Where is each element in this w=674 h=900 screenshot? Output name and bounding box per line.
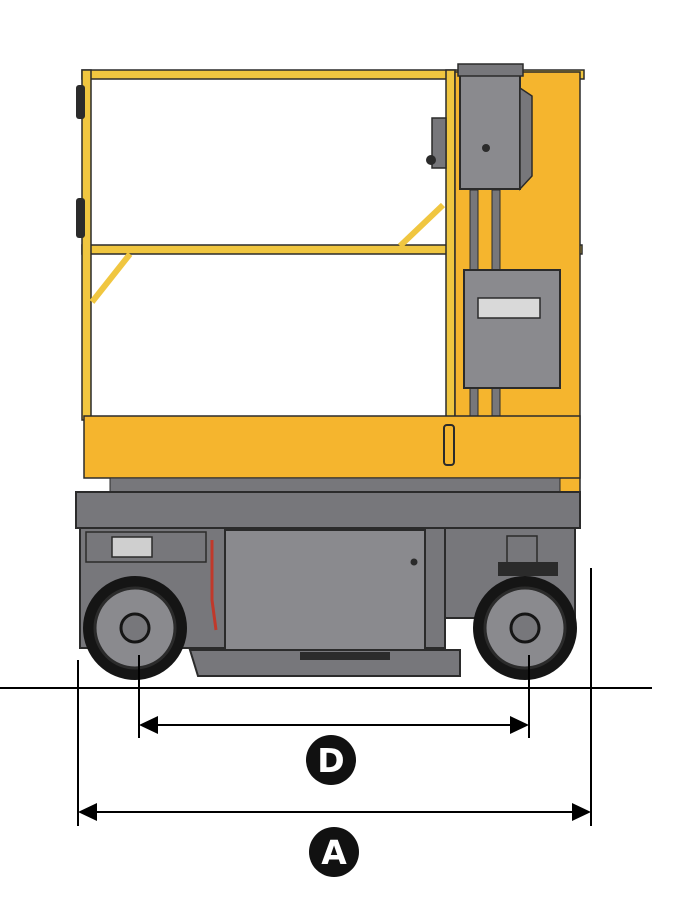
chassis-top-beam (75, 491, 581, 529)
battery-door-handle (300, 652, 390, 660)
mast-label-panel (463, 269, 561, 389)
battery-door (224, 529, 426, 651)
platform-guardrail (76, 69, 585, 421)
front-wheel (473, 576, 577, 680)
steering-pivot (506, 535, 538, 565)
upper-control-box (426, 63, 533, 191)
dim-d-badge (306, 735, 356, 785)
dim-a-label: A (321, 833, 347, 872)
brace-right (397, 202, 446, 249)
left-post (81, 69, 92, 421)
brace-left (89, 252, 133, 304)
arrow-icon (510, 716, 529, 734)
hinge-bottom (76, 198, 85, 238)
arrow-icon (78, 803, 97, 821)
rear-wheel (83, 576, 187, 680)
steering-plate (498, 562, 558, 576)
front-wheel-hub (509, 612, 541, 644)
arrow-icon (139, 716, 158, 734)
platform-floor (83, 415, 581, 495)
mast-label-plate (477, 297, 541, 319)
dim-d-label: D (317, 741, 344, 780)
dimension-a: A (77, 568, 592, 877)
dim-a-badge (309, 827, 359, 877)
arrow-icon (572, 803, 591, 821)
mast-panel (463, 269, 561, 389)
door-latch (410, 558, 418, 566)
wiring-harness (210, 540, 218, 631)
control-box-cap (457, 63, 524, 77)
hinge-top (76, 85, 85, 119)
lower-control-screen (111, 536, 153, 558)
center-post (445, 69, 456, 421)
toe-board (83, 415, 581, 479)
platform-handle (443, 424, 455, 466)
control-box-side (519, 86, 533, 191)
dimension-d: D (138, 655, 530, 785)
emergency-stop (426, 155, 436, 165)
control-box-icon (459, 73, 521, 190)
control-switch (431, 117, 447, 169)
rear-wheel-hub (119, 612, 151, 644)
control-knob (482, 144, 490, 152)
